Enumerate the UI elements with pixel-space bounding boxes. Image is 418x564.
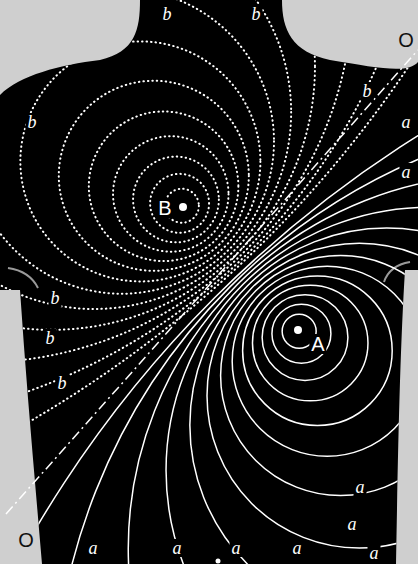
armpit-left [8, 268, 38, 288]
line-label: b [361, 82, 374, 100]
point-label: O [396, 30, 416, 50]
isoline [20, 41, 260, 281]
isoline [133, 157, 219, 243]
isoline [272, 304, 331, 363]
line-label: b [44, 329, 57, 347]
line-label: b [49, 289, 62, 307]
isoline [243, 276, 393, 426]
line-label: a [87, 539, 100, 557]
isoline [0, 0, 274, 294]
point-label: A [309, 334, 326, 354]
line-label: b [26, 113, 39, 131]
isoline [221, 256, 418, 496]
line-label: a [346, 515, 359, 533]
pole-dot-b [179, 203, 187, 211]
line-label: a [354, 478, 367, 496]
isoline [0, 0, 353, 363]
isoline [0, 0, 291, 309]
line-label: a [291, 539, 304, 557]
point-label: B [156, 198, 173, 218]
marker-dot [216, 559, 221, 564]
line-label: b [56, 374, 69, 392]
isoline [232, 266, 418, 456]
line-label: b [161, 5, 174, 23]
isoline [150, 174, 209, 233]
line-label: b [250, 5, 263, 23]
line-label: a [400, 163, 413, 181]
isoline [53, 110, 418, 564]
line-label: a [230, 539, 243, 557]
isoline [166, 207, 418, 564]
isoline [59, 81, 249, 271]
isoline [113, 136, 228, 251]
isoline [0, 0, 315, 330]
isoline [262, 295, 348, 381]
line-label: a [400, 113, 413, 131]
point-label: O [16, 530, 36, 550]
line-label: a [171, 539, 184, 557]
zero-line [6, 50, 418, 514]
isoline [0, 0, 418, 427]
isoline [89, 111, 239, 261]
pole-dot-a [294, 326, 302, 334]
line-label: a [368, 544, 381, 562]
isoline [252, 285, 367, 400]
